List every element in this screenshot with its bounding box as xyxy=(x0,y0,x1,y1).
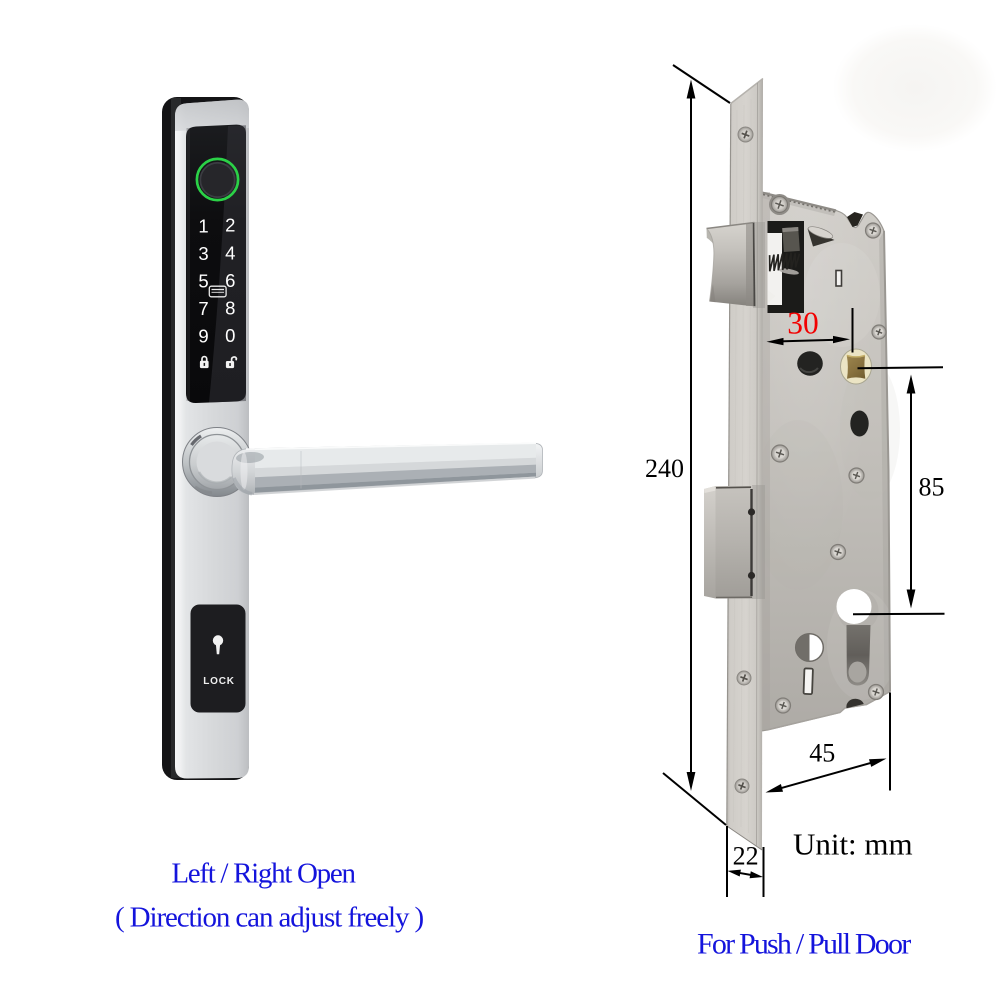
svg-text:LOCK: LOCK xyxy=(203,676,235,687)
svg-text:30: 30 xyxy=(787,306,819,341)
svg-text:85: 85 xyxy=(919,473,945,502)
svg-text:5: 5 xyxy=(198,271,208,292)
svg-text:Left / Right Open: Left / Right Open xyxy=(171,858,356,890)
svg-text:0: 0 xyxy=(225,325,235,346)
svg-text:9: 9 xyxy=(198,325,208,346)
svg-text:3: 3 xyxy=(198,243,208,264)
svg-text:4: 4 xyxy=(225,242,235,263)
svg-text:( Direction can adjust freely: ( Direction can adjust freely ) xyxy=(115,902,424,934)
svg-text:Unit: mm: Unit: mm xyxy=(793,827,913,862)
svg-text:7: 7 xyxy=(198,298,208,319)
svg-text:6: 6 xyxy=(225,270,235,291)
svg-text:2: 2 xyxy=(225,214,235,235)
svg-text:45: 45 xyxy=(809,739,835,768)
svg-text:22: 22 xyxy=(733,842,759,871)
svg-text:8: 8 xyxy=(225,297,235,318)
svg-text:For Push / Pull Door: For Push / Pull Door xyxy=(697,928,911,961)
svg-text:240: 240 xyxy=(645,454,684,483)
svg-text:1: 1 xyxy=(198,215,208,236)
